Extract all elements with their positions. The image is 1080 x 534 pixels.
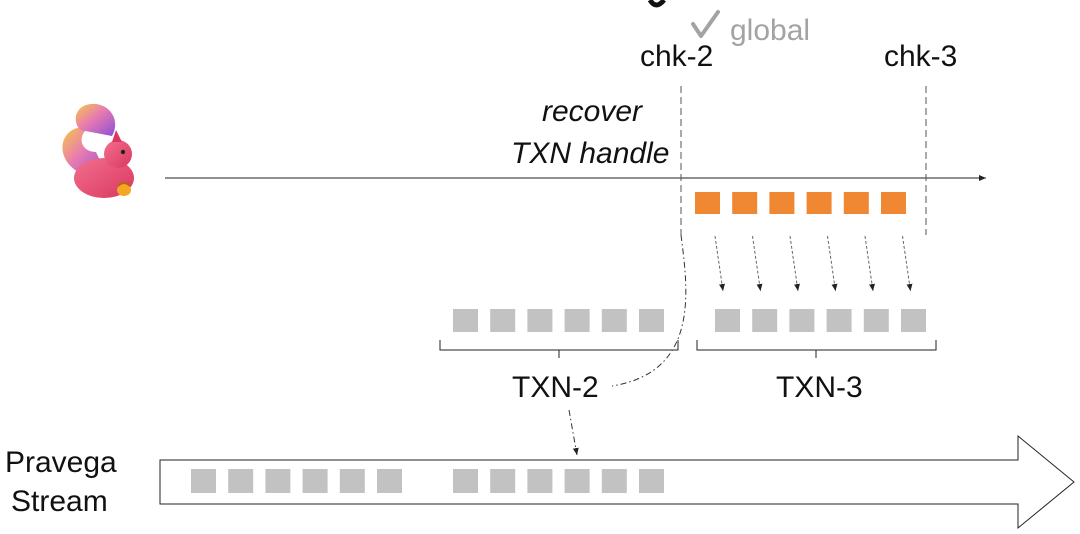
txn-2-label: TXN-2 (512, 371, 599, 404)
txn-event-box (639, 309, 664, 332)
txn-3-label: TXN-3 (776, 371, 863, 404)
check-icon (691, 10, 720, 38)
stream-event-box (302, 469, 328, 493)
txn-event-box (527, 309, 553, 332)
recover-link-line (611, 234, 687, 387)
stream-event-box (453, 469, 478, 493)
pending-event-box (695, 192, 720, 214)
txn-event-box (601, 309, 627, 332)
stream-event-box (490, 469, 516, 493)
stream-event-box (639, 469, 664, 493)
txn-event-box (752, 309, 778, 332)
stream-event-box (265, 469, 291, 493)
stream-event-box (377, 469, 402, 493)
stream-event-box (527, 469, 553, 493)
recover-annotation-line2: TXN handle (511, 137, 669, 170)
title-fragment (647, 0, 666, 8)
txn-event-box (789, 309, 815, 332)
txn-event-box (901, 309, 926, 332)
write-arrow (827, 235, 838, 292)
stream-event-box (339, 469, 365, 493)
write-arrows (714, 235, 913, 292)
txn-event-box (715, 309, 740, 332)
stream-event-box (564, 469, 590, 493)
global-status-label: global (730, 14, 810, 47)
stream-event-box (228, 469, 254, 493)
pending-event-box (843, 192, 869, 214)
transaction-events (453, 309, 926, 332)
stream-label-line2: Stream (11, 485, 108, 518)
pending-events (695, 192, 906, 214)
write-arrow (864, 235, 875, 292)
write-arrow (902, 235, 913, 292)
txn-event-box (826, 309, 852, 332)
pending-event-box (881, 192, 906, 214)
txn-event-box (490, 309, 516, 332)
txn-event-box (863, 309, 889, 332)
checkpoint-label-chk-2: chk-2 (640, 40, 713, 73)
stream-event-box (191, 469, 216, 493)
write-arrow (752, 235, 763, 292)
write-arrow (714, 235, 725, 292)
squirrel-logo-icon (62, 103, 134, 198)
txn-2-brace (439, 340, 679, 358)
commit-arrow (568, 409, 579, 456)
write-arrow (789, 235, 800, 292)
stream-events (191, 469, 664, 493)
pending-event-box (732, 192, 758, 214)
pending-event-box (806, 192, 832, 214)
recover-annotation-line1: recover (542, 95, 643, 128)
stream-event-box (601, 469, 627, 493)
pending-event-box (769, 192, 795, 214)
stream-label-line1: Pravega (5, 446, 117, 479)
txn-event-box (453, 309, 478, 332)
txn-event-box (564, 309, 590, 332)
checkpoint-label-chk-3: chk-3 (884, 40, 957, 73)
txn-3-brace (696, 340, 937, 358)
